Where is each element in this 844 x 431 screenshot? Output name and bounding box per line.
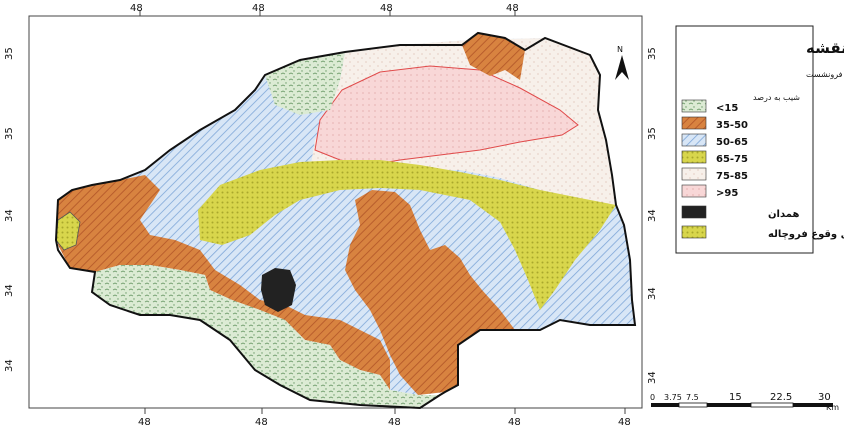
scale-label: 7.5 bbox=[686, 393, 699, 402]
legend-label: >95 bbox=[716, 188, 738, 199]
legend-swatch bbox=[682, 117, 706, 129]
legend-label: همدان bbox=[768, 209, 799, 220]
legend-swatch bbox=[682, 206, 706, 218]
scale-label: 3.75 bbox=[664, 393, 682, 402]
bottom-tick: 48 bbox=[138, 417, 151, 428]
scale-unit: Km bbox=[826, 403, 839, 412]
scale-label: 15 bbox=[729, 392, 742, 403]
legend-swatch bbox=[682, 168, 706, 180]
svg-text:N: N bbox=[617, 45, 623, 54]
legend-swatch bbox=[682, 100, 706, 112]
right-tick: 35 bbox=[647, 127, 658, 140]
legend-swatch bbox=[682, 134, 706, 146]
top-tick: 48 bbox=[252, 3, 265, 14]
right-tick: 34 bbox=[647, 287, 658, 300]
legend-label: 35-50 bbox=[716, 120, 748, 131]
left-tick: 35 bbox=[4, 47, 15, 60]
bottom-tick: 48 bbox=[508, 417, 521, 428]
legend-subtitle: مناطق خطر فرونشست bbox=[806, 70, 844, 79]
left-tick: 34 bbox=[4, 209, 15, 222]
top-tick: 48 bbox=[380, 3, 393, 14]
top-tick: 48 bbox=[130, 3, 143, 14]
right-tick: 34 bbox=[647, 209, 658, 222]
legend-label: <15 bbox=[716, 103, 738, 114]
bottom-tick: 48 bbox=[388, 417, 401, 428]
left-tick: 34 bbox=[4, 284, 15, 297]
legend-label: 50-65 bbox=[716, 137, 748, 148]
bottom-tick: 48 bbox=[255, 417, 268, 428]
scale-label: 30 bbox=[818, 392, 831, 403]
legend-title: راهنمای نقشه bbox=[806, 39, 844, 57]
scale-bar: 0 3.75 7.5 15 22.5 30 Km bbox=[650, 392, 839, 412]
left-tick: 35 bbox=[4, 127, 15, 140]
left-tick: 34 bbox=[4, 359, 15, 372]
right-tick: 34 bbox=[647, 371, 658, 384]
legend-label: محل وقوع فروچاله bbox=[768, 229, 844, 240]
legend-label: 65-75 bbox=[716, 154, 748, 165]
scale-label: 0 bbox=[650, 393, 655, 402]
legend-swatch bbox=[682, 151, 706, 163]
legend-slope-heading: شیب به درصد bbox=[753, 93, 800, 102]
bottom-tick: 48 bbox=[618, 417, 631, 428]
legend: راهنمای نقشه مناطق خطر فرونشست شیب به در… bbox=[676, 26, 844, 253]
scale-label: 22.5 bbox=[770, 392, 792, 403]
top-tick: 48 bbox=[506, 3, 519, 14]
legend-swatch bbox=[682, 185, 706, 197]
right-tick: 35 bbox=[647, 47, 658, 60]
legend-swatch bbox=[682, 226, 706, 238]
legend-label: 75-85 bbox=[716, 171, 748, 182]
hamedan-city bbox=[261, 268, 296, 312]
